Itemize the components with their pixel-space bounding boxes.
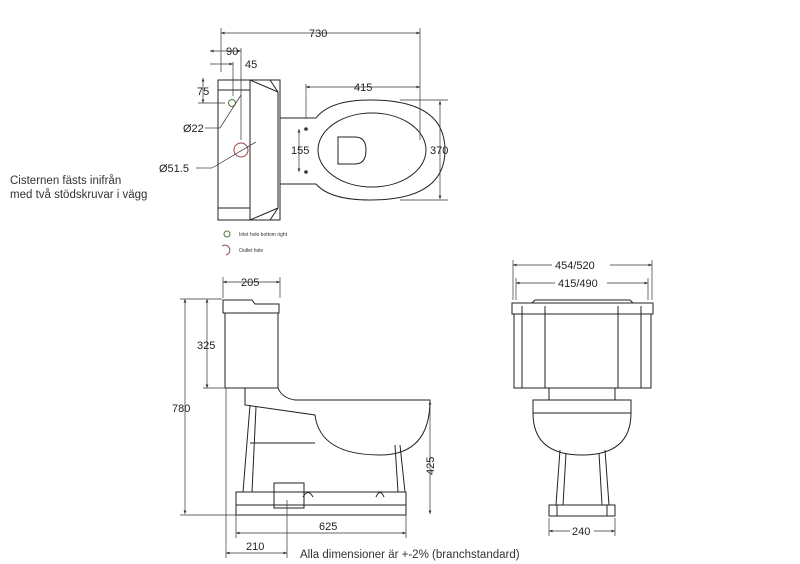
dim-155: 155 xyxy=(291,145,309,157)
dim-370: 370 xyxy=(430,145,448,157)
dim-d51: Ø51.5 xyxy=(159,163,189,175)
dim-625: 625 xyxy=(319,521,337,533)
dim-90: 90 xyxy=(226,46,238,58)
dim-415-490: 415/490 xyxy=(558,278,598,290)
dim-205: 205 xyxy=(241,277,259,289)
dim-425: 425 xyxy=(425,457,437,475)
dim-415-top: 415 xyxy=(354,82,372,94)
dim-210: 210 xyxy=(246,541,264,553)
dim-325: 325 xyxy=(197,340,215,352)
legend-outlet: Outlet hole xyxy=(239,248,263,254)
dim-780: 780 xyxy=(172,403,190,415)
mounting-note-line-1: Cisternen fästs inifrån xyxy=(10,175,122,187)
dim-45: 45 xyxy=(245,59,257,71)
top-view: 730 90 45 75 Ø22 Ø51.5 415 155 370 Inlet… xyxy=(159,28,448,256)
dim-730: 730 xyxy=(309,28,327,40)
dim-d22: Ø22 xyxy=(183,123,204,135)
dim-240: 240 xyxy=(572,526,590,538)
mounting-note: Cisternen fästs inifrån med två stödskru… xyxy=(10,174,147,202)
mounting-note-line-2: med två stödskruvar i vägg xyxy=(10,189,148,201)
front-view: 454/520 415/490 240 xyxy=(511,258,654,538)
side-view: 205 325 780 425 625 210 xyxy=(172,277,437,558)
dim-75: 75 xyxy=(197,86,209,98)
outlet-hole-icon xyxy=(233,142,249,158)
dim-454-520: 454/520 xyxy=(555,260,595,272)
legend-inlet: Inlet hole bottom right xyxy=(239,232,288,238)
tolerance-note: Alla dimensioner är +-2% (branchstandard… xyxy=(300,549,520,561)
